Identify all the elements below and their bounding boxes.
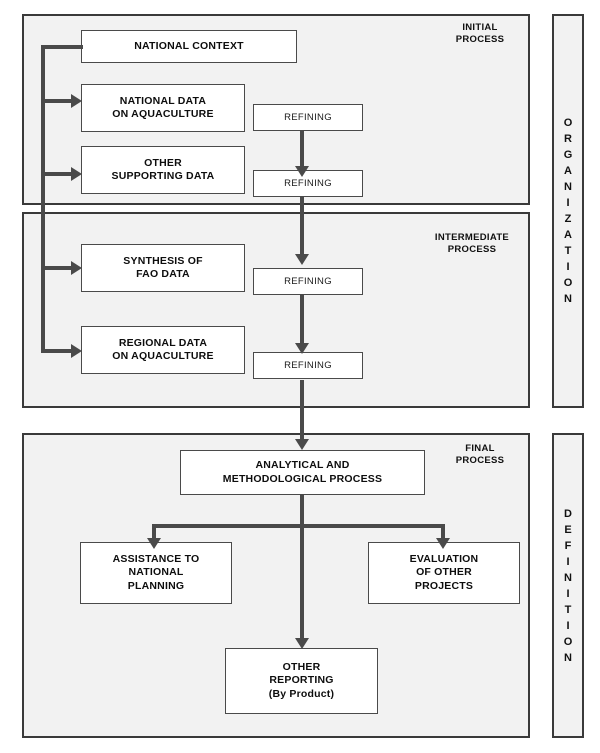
arrowhead-refining-3 [295,254,309,265]
spine-refining-3-to-4 [300,295,304,348]
side-panel-definition: D E F I N I T I O N [552,433,584,738]
arrowhead-other-supporting-data [71,167,82,181]
branch-to-regional-data [41,349,73,353]
node-assistance-to-national-planning[interactable]: ASSISTANCE TO NATIONAL PLANNING [80,542,232,604]
spine-analytical-to-reporting [300,495,304,643]
node-refining-4[interactable]: REFINING [253,352,363,379]
branch-to-national-data [41,99,73,103]
spine-refining-1-to-2 [300,131,304,171]
node-evaluation-of-other-projects[interactable]: EVALUATION OF OTHER PROJECTS [368,542,520,604]
spine-refining-2-to-3 [300,197,304,259]
arrowhead-synthesis-fao [71,261,82,275]
arrowhead-regional-data [71,344,82,358]
branch-to-synthesis-fao [41,266,73,270]
arrowhead-refining-4 [295,343,309,354]
node-analytical-methodological-process[interactable]: ANALYTICAL AND METHODOLOGICAL PROCESS [180,450,425,495]
trunk-vertical-left [41,45,45,353]
arrowhead-national-data [71,94,82,108]
branch-to-other-supporting-data [41,172,73,176]
node-regional-data[interactable]: REGIONAL DATA ON AQUACULTURE [81,326,245,374]
spine-refining-4-to-analytical [300,380,304,442]
side-panel-organization-label: O R G A N I Z A T I O N [563,117,573,305]
arrowhead-analytical [295,439,309,450]
node-other-supporting-data[interactable]: OTHER SUPPORTING DATA [81,146,245,194]
node-other-reporting[interactable]: OTHER REPORTING (By Product) [225,648,378,714]
caption-initial-process: INITIAL PROCESS [455,22,505,45]
caption-intermediate-process: INTERMEDIATE PROCESS [434,232,510,255]
arrowhead-evaluation [436,538,450,549]
branch-to-national-context [41,45,83,49]
drop-to-evaluation [441,524,445,542]
node-national-data[interactable]: NATIONAL DATA ON AQUACULTURE [81,84,245,132]
side-panel-definition-label: D E F I N I T I O N [563,507,573,664]
split-bar-final [152,524,445,528]
node-national-context[interactable]: NATIONAL CONTEXT [81,30,297,63]
arrowhead-other-reporting [295,638,309,649]
node-refining-1[interactable]: REFINING [253,104,363,131]
arrowhead-refining-2 [295,166,309,177]
side-panel-organization: O R G A N I Z A T I O N [552,14,584,408]
node-refining-3[interactable]: REFINING [253,268,363,295]
drop-to-assistance [152,524,156,542]
node-synthesis-fao[interactable]: SYNTHESIS OF FAO DATA [81,244,245,292]
caption-final-process: FINAL PROCESS [455,443,505,466]
arrowhead-assistance [147,538,161,549]
